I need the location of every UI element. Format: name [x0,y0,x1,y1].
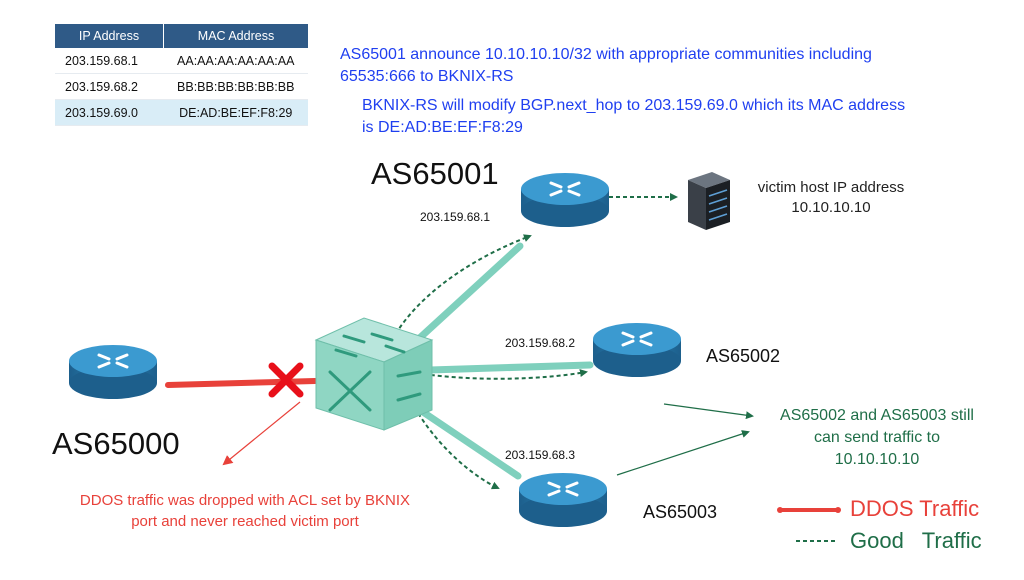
note-line: port and never reached victim port [131,513,359,530]
note-line: 10.10.10.10 [834,451,920,468]
note-line: can send traffic to [814,429,940,446]
victim-note: victim host IP address 10.10.10.10 [736,178,926,218]
legend-ddos-label: DDOS Traffic [850,496,980,521]
as65003-label: AS65003 [643,502,718,522]
ddos-dropped-note: DDOS traffic was dropped with ACL set by… [30,490,460,532]
server-icon [688,172,730,230]
as65000-label: AS65000 [52,426,180,461]
table-cell: 203.159.69.0 [55,99,164,126]
table-cell: AA:AA:AA:AA:AA:AA [163,48,308,74]
as65001-ip: 203.159.68.1 [420,210,491,224]
switch-icon [314,317,434,431]
legend-ddos-line [777,507,841,513]
table-header: MAC Address [163,24,308,48]
note-line: is DE:AD:BE:EF:F8:29 [362,119,523,136]
note-line: 65535:666 to BKNIX-RS [340,68,514,85]
ip-mac-table: IP Address MAC Address 203.159.68.1 AA:A… [55,24,308,126]
table-cell: BB:BB:BB:BB:BB:BB [163,73,308,100]
note-line: DDOS traffic was dropped with ACL set by… [79,492,411,509]
note-line: 10.10.10.10 [791,199,871,216]
note-line: AS65001 announce 10.10.10.10/32 with app… [340,46,872,63]
blocked-x-icon [268,362,304,398]
table-row: 203.159.69.0 DE:AD:BE:EF:F8:29 [55,99,308,126]
note-line: victim host IP address [757,179,905,196]
router-icon [519,473,607,527]
note-line: AS65002 and AS65003 still [780,407,974,424]
ddos-note-pointer [222,401,301,466]
still-can-send-note: AS65002 and AS65003 still can send traff… [752,405,1002,471]
table-row: 203.159.68.2 BB:BB:BB:BB:BB:BB [55,73,308,100]
router-icon [593,323,681,377]
pointer-arrows [616,403,754,476]
link-as65003 [416,406,522,480]
link-as65001 [408,242,524,349]
modify-note: BKNIX-RS will modify BGP.next_hop to 203… [362,95,1024,139]
table-header: IP Address [55,24,164,48]
table-row: 203.159.68.1 AA:AA:AA:AA:AA:AA [55,48,308,74]
router-icon [521,173,609,227]
links [408,242,594,480]
as65003-ip: 203.159.68.3 [505,448,576,462]
table-cell: DE:AD:BE:EF:F8:29 [163,99,308,126]
as65001-label: AS65001 [371,156,499,191]
link-as65002 [426,361,594,374]
legend-good-label: Good Traffic [850,528,982,553]
router-icon [69,345,157,399]
table-cell: 203.159.68.1 [55,48,164,74]
note-line: BKNIX-RS will modify BGP.next_hop to 203… [362,97,906,114]
as65002-label: AS65002 [706,346,781,366]
good-arrow-as65001 [391,234,532,341]
announce-note: AS65001 announce 10.10.10.10/32 with app… [340,44,1020,88]
table-cell: 203.159.68.2 [55,73,164,100]
as65002-ip: 203.159.68.2 [505,336,576,350]
